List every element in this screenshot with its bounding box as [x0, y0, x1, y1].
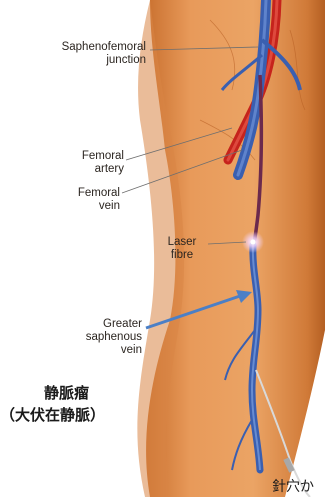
label-femoral-artery: Femoral artery	[52, 150, 124, 176]
label-greater-saphenous: Greater saphenous vein	[50, 318, 142, 357]
label-saphenofemoral: Saphenofemoral junction	[30, 41, 146, 67]
puncture-label: 針穴か	[272, 477, 314, 497]
varicose-title: 静脈瘤	[44, 383, 89, 403]
label-femoral-vein: Femoral vein	[48, 187, 120, 213]
label-laser-fibre: Laser fibre	[158, 236, 206, 262]
varicose-subtitle: （大伏在静脈）	[0, 405, 105, 425]
